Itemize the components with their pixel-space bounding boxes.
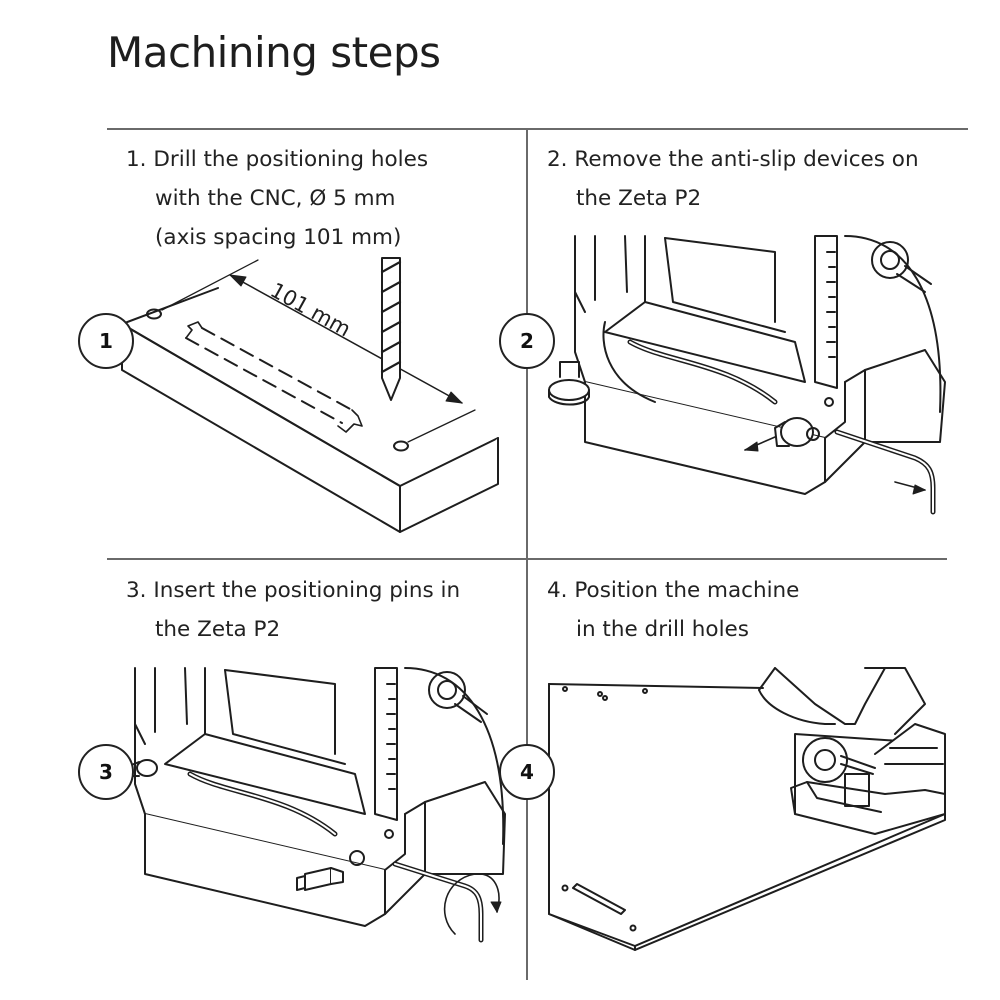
step-3-illustration <box>125 664 510 949</box>
step-2-illustration <box>545 232 950 522</box>
dimension-line <box>229 274 463 404</box>
board-front-face <box>121 323 401 533</box>
board-back-edge <box>548 683 764 689</box>
positioning-hole-left <box>146 308 162 320</box>
step-1-line-1: 1. Drill the positioning holes <box>126 147 429 172</box>
center-divider <box>526 128 528 980</box>
step-3-caption: 3. Insert the positioning pins in the Ze… <box>126 571 460 649</box>
step-4-line-2: in the drill holes <box>576 617 749 642</box>
step-3-line-1: 3. Insert the positioning pins in <box>126 578 461 603</box>
rotation-arrow-icon <box>443 873 502 935</box>
board-slot <box>561 883 637 932</box>
page-title: Machining steps <box>107 28 441 77</box>
drill-bit-icon <box>380 257 402 401</box>
step-1-line-2: with the CNC, Ø 5 mm <box>155 186 396 211</box>
step-4-badge: 4 <box>499 744 555 800</box>
adjustment-knob-icon <box>871 241 932 293</box>
positioning-pin-icon-lower <box>296 867 344 891</box>
positioning-hole-right <box>393 440 409 452</box>
board-top-front-edges <box>121 323 499 487</box>
step-1-caption: 1. Drill the positioning holes with the … <box>126 140 428 257</box>
hex-key-icon <box>834 429 936 515</box>
step-3-line-2: the Zeta P2 <box>155 617 281 642</box>
step-1-badge: 1 <box>78 313 134 369</box>
step-4-caption: 4. Position the machine in the drill hol… <box>547 571 799 649</box>
step-1-line-3: (axis spacing 101 mm) <box>155 225 402 250</box>
step-1-illustration: 101 mm <box>110 240 520 540</box>
step-4-line-1: 4. Position the machine <box>547 578 800 603</box>
anti-slip-device-icon-right <box>744 417 814 452</box>
step-2-line-2: the Zeta P2 <box>576 186 702 211</box>
step-3-badge: 3 <box>78 744 134 800</box>
scale-icon <box>814 235 838 389</box>
anti-slip-device-icon <box>548 361 590 406</box>
adjustment-knob-icon <box>428 671 488 723</box>
scale-icon <box>374 667 398 821</box>
step-2-badge: 2 <box>499 313 555 369</box>
top-divider <box>107 128 968 130</box>
step-4-illustration <box>545 664 950 954</box>
zeta-p2-machine-icon <box>758 667 946 835</box>
step-2-caption: 2. Remove the anti-slip devices on the Z… <box>547 140 919 218</box>
board-right-face <box>399 437 499 533</box>
step-2-line-1: 2. Remove the anti-slip devices on <box>547 147 919 172</box>
hex-key-icon <box>392 861 484 943</box>
